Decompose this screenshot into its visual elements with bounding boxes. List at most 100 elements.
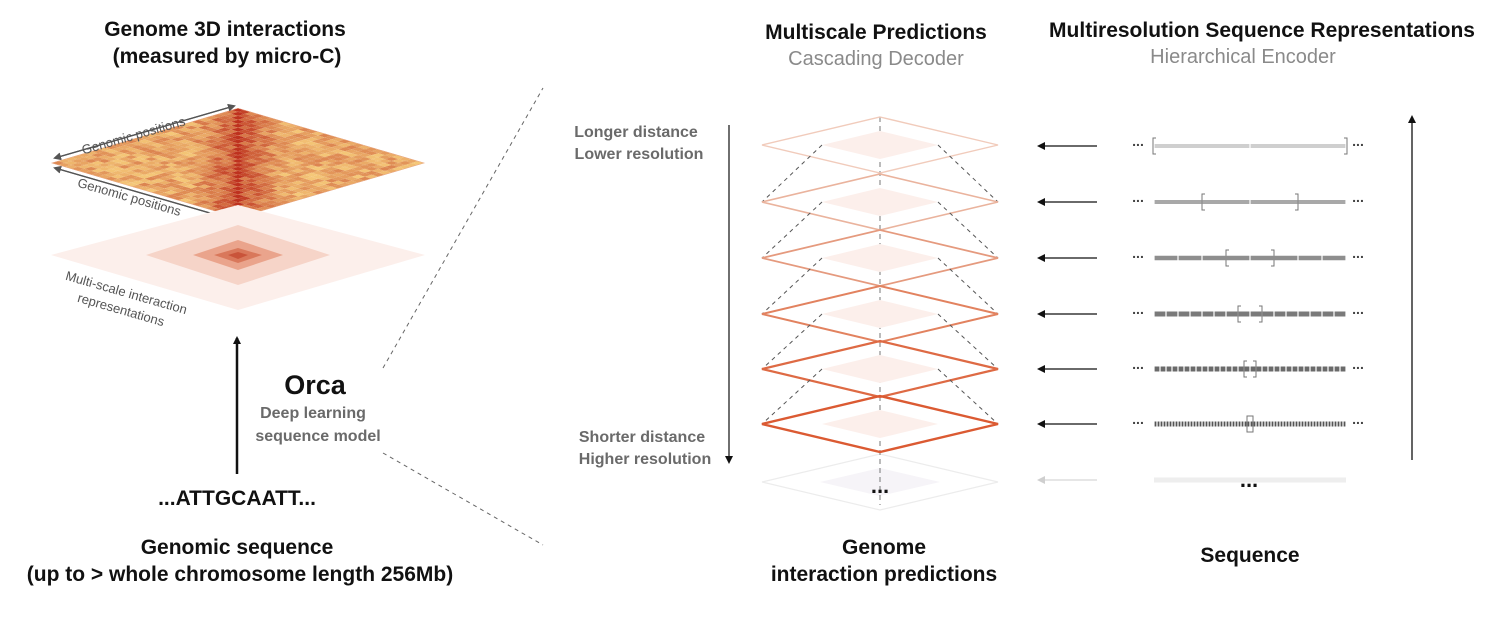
heatmap-cell (291, 141, 305, 146)
heatmap-cell (224, 133, 238, 138)
heatmap-cell (251, 196, 265, 201)
encoder-bracket-left (1201, 193, 1205, 211)
encoder-row-ellipsis-left: ... (1132, 356, 1144, 372)
heatmap-cell (171, 157, 185, 161)
heatmap-cell (151, 151, 165, 156)
heatmap-cell (184, 184, 198, 189)
heatmap-cell (284, 186, 299, 191)
heatmap-cell (304, 188, 319, 193)
heatmap-cell (251, 161, 265, 165)
heatmap-cell (197, 141, 212, 146)
heatmap-cell (271, 123, 285, 128)
heatmap-cell (184, 137, 198, 142)
heatmap-cell (318, 157, 332, 161)
heatmap-cell (284, 139, 299, 144)
heatmap-cell (177, 123, 192, 128)
heatmap-cell (244, 115, 258, 120)
heatmap-cell (231, 139, 245, 144)
separator-dashed-bottom (382, 452, 544, 546)
heatmap-cell (331, 141, 345, 146)
heatmap-cell (231, 147, 245, 152)
heatmap-cell (204, 163, 218, 167)
heatmap-cell (204, 147, 218, 152)
heatmap-cell (164, 131, 178, 136)
heatmap-cell (298, 178, 312, 183)
heatmap-cell (184, 176, 198, 181)
heatmap-cell (278, 180, 292, 185)
heatmap-cell (331, 168, 345, 173)
heatmap-cell (144, 165, 158, 169)
heatmap-cell (224, 184, 238, 189)
heatmap-cell (278, 188, 292, 193)
heatmap-cell (311, 163, 325, 167)
heatmap-cell (224, 192, 238, 197)
heatmap-cell (331, 176, 345, 181)
heatmap-cell (224, 121, 238, 126)
heatmap-cell (238, 113, 252, 118)
heatmap-cell (338, 166, 352, 171)
heatmap-cell (211, 184, 225, 189)
left-title-line1: Genome 3D interactions (104, 18, 346, 41)
heatmap-cell (218, 127, 232, 132)
heatmap-cell (344, 153, 359, 158)
heatmap-cell (171, 192, 185, 197)
heatmap-cell (338, 178, 352, 183)
heatmap-cell (238, 161, 252, 165)
heatmap-cell (131, 176, 145, 181)
heatmap-cell (97, 170, 112, 175)
heatmap-cell (177, 147, 192, 152)
heatmap-cell (251, 145, 265, 150)
heatmap-cell (298, 163, 312, 167)
heatmap-cell (371, 168, 385, 173)
heatmap-cell (278, 149, 292, 154)
heatmap-cell (191, 178, 205, 183)
heatmap-cell (258, 119, 272, 124)
heatmap-cell (104, 149, 118, 154)
heatmap-cell (204, 174, 218, 179)
heatmap-cell (271, 143, 285, 148)
heatmap-cell (184, 180, 198, 185)
heatmap-cell (304, 133, 319, 138)
heatmap-cell (251, 172, 265, 177)
heatmap-cell (144, 145, 158, 150)
encoder-row-ellipsis-right: ... (1352, 411, 1364, 427)
heatmap-cell (291, 176, 305, 181)
heatmap-cell (164, 190, 178, 195)
heatmap-cell (204, 202, 218, 207)
heatmap-cell (264, 153, 279, 158)
heatmap-cell (364, 159, 379, 163)
heatmap-cell (278, 172, 292, 177)
heatmap-cell (184, 200, 198, 205)
heatmap-cell (137, 139, 152, 144)
heatmap-cell (304, 157, 319, 161)
heatmap-cell (291, 184, 305, 189)
encoder-bracket-right (1253, 360, 1257, 378)
heatmap-cell (211, 141, 225, 146)
heatmap-cell (184, 145, 198, 150)
heatmap-cell (264, 157, 279, 161)
heatmap-cell (378, 151, 392, 156)
heatmap-cell (231, 111, 245, 116)
heatmap-cell (144, 184, 158, 189)
heatmap-cell (124, 163, 138, 167)
heatmap-cell (298, 151, 312, 156)
heatmap-cell (191, 123, 205, 128)
heatmap-cell (284, 182, 299, 187)
heatmap-cell (231, 174, 245, 179)
heatmap-cell (258, 170, 272, 175)
heatmap-cell (251, 192, 265, 197)
heatmap-cell (191, 194, 205, 199)
heatmap-cell (251, 208, 265, 213)
heatmap-cell (231, 115, 245, 120)
heatmap-cell (197, 196, 212, 201)
heatmap-cell (271, 190, 285, 195)
heatmap-cell (331, 153, 345, 158)
heatmap-cell (324, 147, 339, 152)
heatmap-cell (144, 180, 158, 185)
heatmap-cell (131, 168, 145, 173)
heatmap-cell (171, 165, 185, 169)
heatmap-cell (231, 166, 245, 171)
heatmap-cell (344, 172, 359, 177)
heatmap-cell (137, 135, 152, 140)
heatmap-cell (258, 163, 272, 167)
